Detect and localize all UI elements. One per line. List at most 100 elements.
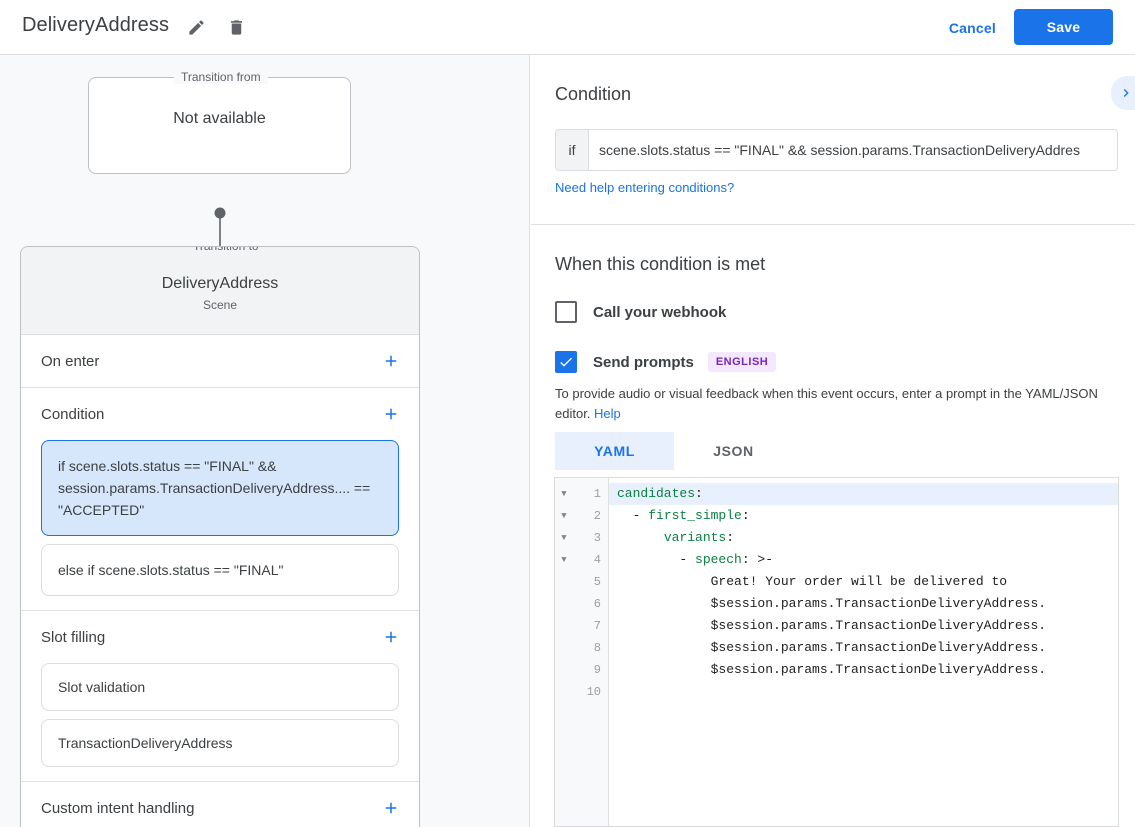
line-number: 10 bbox=[586, 685, 601, 699]
condition-item[interactable]: else if scene.slots.status == "FINAL" bbox=[41, 544, 399, 596]
send-prompts-row[interactable]: Send prompts ENGLISH bbox=[555, 351, 777, 373]
code-line[interactable]: - speech: >- bbox=[617, 552, 774, 567]
code-line[interactable]: $session.params.TransactionDeliveryAddre… bbox=[617, 618, 1047, 633]
call-webhook-checkbox[interactable] bbox=[555, 301, 577, 323]
slot-list: Slot validation TransactionDeliveryAddre… bbox=[21, 663, 419, 781]
chevron-right-icon bbox=[1123, 89, 1129, 97]
transition-from-legend: Transition from bbox=[174, 70, 268, 84]
gutter-line: 5 bbox=[555, 571, 608, 593]
list-item[interactable]: TransactionDeliveryAddress bbox=[41, 719, 399, 767]
gutter-line: ▼2 bbox=[555, 505, 608, 527]
webhook-checkbox-row[interactable]: Call your webhook bbox=[555, 301, 726, 323]
section-header-condition: Condition bbox=[21, 388, 419, 440]
line-number: 3 bbox=[593, 531, 601, 545]
transition-to-header: Transition to DeliveryAddress Scene bbox=[21, 247, 419, 335]
fold-arrow-icon[interactable]: ▼ bbox=[561, 533, 567, 543]
editor-format-tabs: YAML JSON bbox=[555, 432, 793, 470]
section-on-enter: On enter bbox=[21, 335, 419, 388]
section-header-on-enter: On enter bbox=[21, 335, 419, 387]
top-app-bar: DeliveryAddress Cancel Save bbox=[0, 0, 1135, 55]
code-line[interactable] bbox=[609, 681, 1118, 703]
transition-from-value: Not available bbox=[173, 110, 266, 127]
code-line[interactable]: $session.params.TransactionDeliveryAddre… bbox=[617, 640, 1047, 655]
gutter-line: 9 bbox=[555, 659, 608, 681]
plus-icon bbox=[385, 631, 397, 643]
transition-from-box: Transition from Not available bbox=[88, 70, 351, 174]
code-line[interactable]: - first_simple: bbox=[617, 508, 750, 523]
send-prompts-checkbox[interactable] bbox=[555, 351, 577, 373]
section-title-custom-intent: Custom intent handling bbox=[41, 799, 195, 817]
delete-button[interactable] bbox=[222, 13, 250, 41]
call-webhook-label: Call your webhook bbox=[593, 303, 727, 321]
check-icon bbox=[560, 357, 572, 367]
cancel-button[interactable]: Cancel bbox=[948, 20, 996, 36]
code-line[interactable]: $session.params.TransactionDeliveryAddre… bbox=[617, 596, 1047, 611]
gutter-line: ▼4 bbox=[555, 549, 608, 571]
left-panel: Transition from Not available Transition… bbox=[0, 55, 530, 827]
list-item[interactable]: Slot validation bbox=[41, 663, 399, 711]
prompt-help-link[interactable]: Help bbox=[594, 406, 621, 421]
code-line[interactable]: variants: bbox=[663, 530, 735, 545]
page-title: DeliveryAddress bbox=[22, 14, 170, 36]
add-custom-intent-button[interactable] bbox=[377, 794, 405, 822]
add-condition-button[interactable] bbox=[377, 400, 405, 428]
gutter-line: 10 bbox=[555, 681, 608, 703]
section-condition: Condition if scene.slots.status == "FINA… bbox=[21, 388, 419, 611]
transition-to-name: DeliveryAddress bbox=[161, 275, 279, 292]
section-slot-filling: Slot filling Slot validation Transaction… bbox=[21, 611, 419, 782]
plus-icon bbox=[385, 408, 397, 420]
section-title-on-enter: On enter bbox=[41, 352, 100, 370]
condition-item-selected[interactable]: if scene.slots.status == "FINAL" && sess… bbox=[41, 440, 399, 536]
plus-icon bbox=[385, 802, 397, 814]
gutter-line: 7 bbox=[555, 615, 608, 637]
section-title-condition: Condition bbox=[41, 405, 105, 423]
section-header-slot-filling: Slot filling bbox=[21, 611, 419, 663]
condition-help-link[interactable]: Need help entering conditions? bbox=[555, 180, 735, 195]
section-custom-intent-handling: Custom intent handling bbox=[21, 782, 419, 827]
code-line[interactable]: $session.params.TransactionDeliveryAddre… bbox=[617, 662, 1047, 677]
line-number: 2 bbox=[593, 509, 601, 523]
send-prompts-label: Send prompts bbox=[593, 353, 694, 371]
line-number: 8 bbox=[593, 641, 601, 655]
condition-input-row: if bbox=[555, 129, 1118, 171]
condition-input[interactable] bbox=[589, 130, 1117, 170]
line-number: 5 bbox=[593, 575, 601, 589]
transition-to-card: Transition to DeliveryAddress Scene On e… bbox=[20, 246, 420, 827]
plus-icon bbox=[385, 355, 397, 367]
line-number: 9 bbox=[593, 663, 601, 677]
transition-to-legend: Transition to bbox=[186, 247, 266, 253]
line-number: 1 bbox=[593, 487, 601, 501]
line-number: 6 bbox=[593, 597, 601, 611]
add-on-enter-button[interactable] bbox=[377, 347, 405, 375]
transition-to-kind: Scene bbox=[202, 298, 238, 312]
editor-code-area[interactable]: candidates: - first_simple: variants: - … bbox=[609, 478, 1118, 826]
language-badge: ENGLISH bbox=[707, 352, 777, 372]
prompt-description-text: To provide audio or visual feedback when… bbox=[555, 386, 1098, 421]
gutter-line: 6 bbox=[555, 593, 608, 615]
fold-arrow-icon[interactable]: ▼ bbox=[561, 511, 567, 521]
gutter-line: 8 bbox=[555, 637, 608, 659]
condition-if-label: if bbox=[556, 130, 589, 170]
code-line[interactable]: Great! Your order will be delivered to bbox=[617, 574, 1008, 589]
pencil-icon bbox=[188, 19, 204, 35]
tab-yaml[interactable]: YAML bbox=[555, 432, 674, 470]
right-panel: Condition if Need help entering conditio… bbox=[531, 55, 1135, 827]
line-number: 4 bbox=[593, 553, 601, 567]
fold-arrow-icon[interactable]: ▼ bbox=[561, 555, 567, 565]
code-line[interactable]: candidates: bbox=[609, 483, 1118, 505]
prompt-description: To provide audio or visual feedback when… bbox=[555, 384, 1120, 424]
when-condition-met-heading: When this condition is met bbox=[555, 254, 766, 274]
save-button[interactable]: Save bbox=[1014, 9, 1113, 45]
gutter-line: ▼1 bbox=[555, 483, 608, 505]
section-title-slot-filling: Slot filling bbox=[41, 628, 106, 646]
gutter-line: ▼3 bbox=[555, 527, 608, 549]
expand-panel-button[interactable] bbox=[1111, 76, 1135, 110]
fold-arrow-icon[interactable]: ▼ bbox=[561, 489, 567, 499]
condition-block: Condition if Need help entering conditio… bbox=[531, 55, 1135, 225]
add-slot-button[interactable] bbox=[377, 623, 405, 651]
trash-icon bbox=[230, 19, 242, 35]
edit-name-button[interactable] bbox=[182, 13, 210, 41]
tab-json[interactable]: JSON bbox=[713, 443, 754, 459]
